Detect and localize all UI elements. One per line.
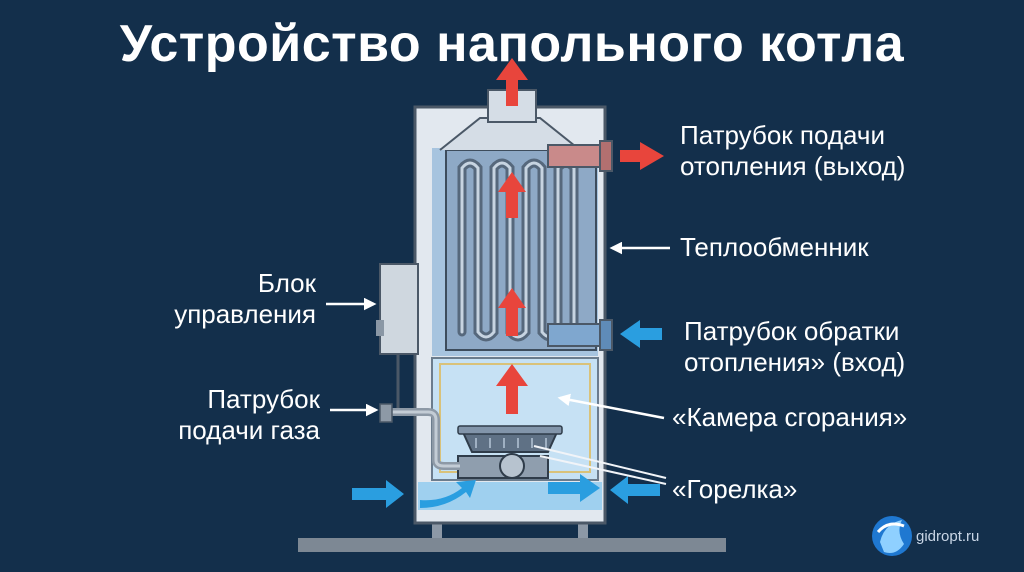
- logo-text[interactable]: gidropt.ru: [916, 528, 980, 545]
- boiler-foot: [578, 522, 588, 538]
- hot-flow-arrows: [496, 58, 664, 414]
- label-burner: «Горелка»: [672, 474, 798, 504]
- label-control-block: Блок управления: [174, 268, 316, 329]
- label-heat-exchanger: Теплообменник: [680, 232, 869, 262]
- pointer-burner: [533, 445, 667, 485]
- pointer-combustion-chamber: [557, 393, 665, 420]
- control-block: [379, 263, 419, 355]
- label-return-pipe: Патрубок обратки отопления» (вход): [684, 316, 906, 377]
- boiler-foot: [432, 522, 442, 538]
- label-combustion-chamber: «Камера сгорания»: [672, 402, 908, 432]
- water-drop-icon: [872, 516, 912, 556]
- floor-base: [298, 538, 726, 552]
- cold-flow-arrows: [352, 320, 662, 508]
- label-gas-pipe: Патрубок подачи газа: [178, 384, 320, 445]
- label-supply-pipe: Патрубок подачи отопления (выход): [680, 120, 906, 181]
